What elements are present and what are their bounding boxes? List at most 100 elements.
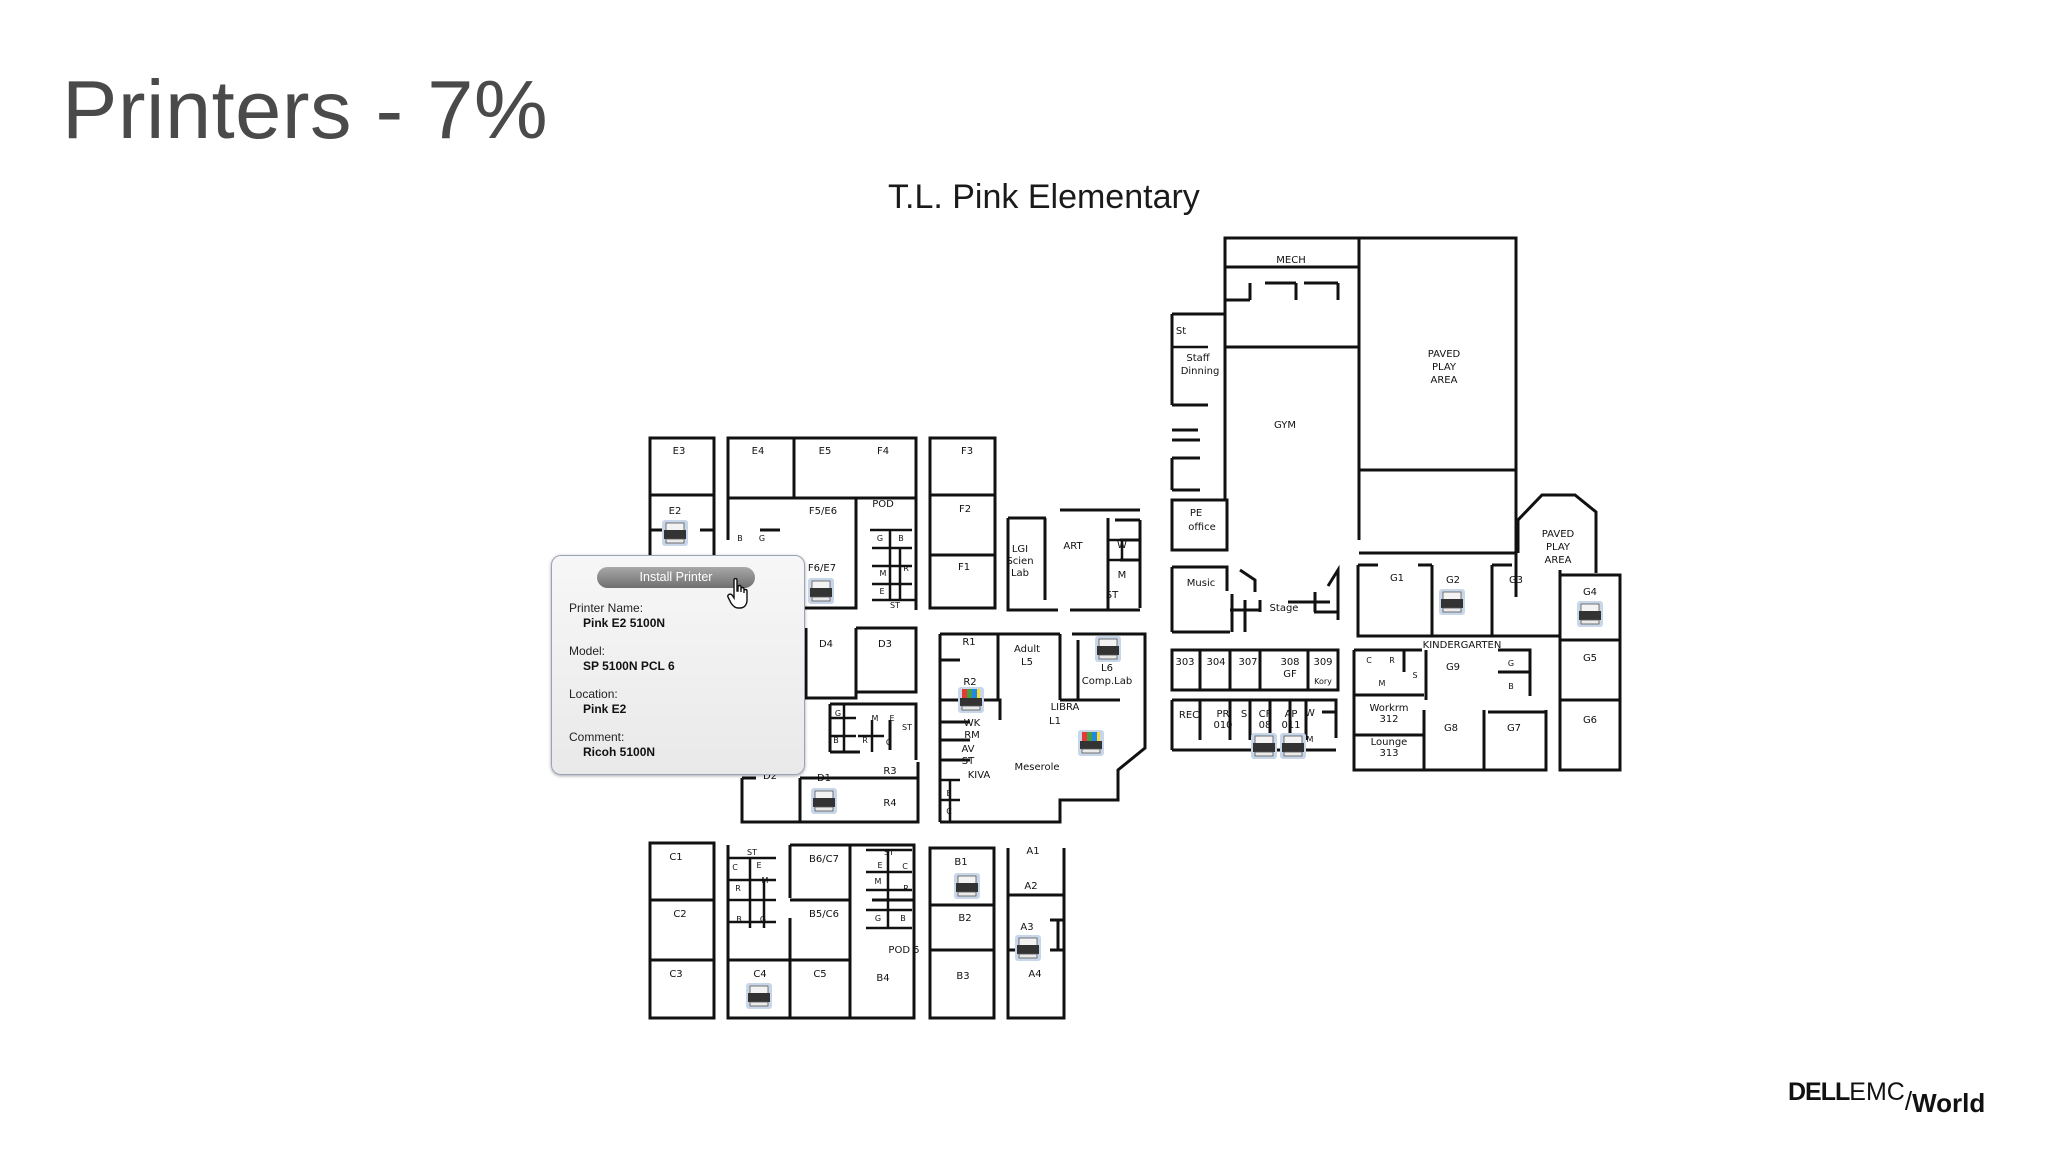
printer-icon[interactable] <box>807 577 835 605</box>
room-m: M <box>762 876 769 885</box>
printer-icon[interactable] <box>661 519 689 547</box>
room-st: ST <box>902 723 912 732</box>
room-m: M <box>1307 735 1314 744</box>
gym-wing: MECH St Staff Dinning PAVED PLAY AREA GY… <box>1170 236 1598 634</box>
room-w: W <box>1117 540 1127 551</box>
room-c: C <box>732 863 738 872</box>
room-lgi-line3: Lab <box>1011 568 1029 579</box>
printer-icon[interactable] <box>1576 600 1604 628</box>
room-st: ST <box>890 601 900 610</box>
printer-icon[interactable] <box>745 982 773 1010</box>
room-paved2: PAVED <box>1542 529 1575 540</box>
hand-cursor-icon <box>727 578 748 609</box>
printer-icon[interactable] <box>1094 635 1122 663</box>
room-pod: POD <box>872 499 894 510</box>
room-r4: R4 <box>883 798 896 809</box>
room-g8: G8 <box>1444 723 1458 734</box>
room-b4: B4 <box>876 973 889 984</box>
room-gym: GYM <box>1274 420 1296 431</box>
printer-icon[interactable] <box>953 872 981 900</box>
room-adult: Adult <box>1014 644 1040 655</box>
room-c5: C5 <box>813 969 826 980</box>
room-cf: CF <box>1259 709 1272 720</box>
room-b: B <box>833 736 839 745</box>
room-libra: LIBRA <box>1051 702 1080 713</box>
room-r: R <box>903 884 909 893</box>
room-e: E <box>877 861 882 870</box>
location-value: Pink E2 <box>583 702 627 716</box>
room-f4: F4 <box>877 446 889 457</box>
room-b: B <box>900 914 906 923</box>
room-l6-line2: Comp.Lab <box>1082 676 1132 687</box>
logo-dell: DELL <box>1788 1078 1850 1106</box>
room-b5c6: B5/C6 <box>809 909 839 920</box>
room-d2: D2 <box>763 771 777 782</box>
printer-icon[interactable] <box>1250 732 1278 760</box>
room-lounge: Lounge <box>1371 737 1408 748</box>
room-kindergarten: KINDERGARTEN <box>1423 640 1502 651</box>
printer-icon[interactable] <box>1279 732 1307 760</box>
logo-world: World <box>1912 1088 1986 1118</box>
room-e2: E2 <box>669 506 682 517</box>
room-meserole: Meserole <box>1014 762 1059 773</box>
room-g: G <box>835 709 841 718</box>
room-b: B <box>898 534 904 543</box>
room-staff-label: Staff <box>1186 353 1210 364</box>
room-c1: C1 <box>669 852 682 863</box>
room-c3: C3 <box>669 969 682 980</box>
room-l6: L6 <box>1101 663 1113 674</box>
room-paved1-line3: AREA <box>1431 375 1458 386</box>
room-ap: AP <box>1285 709 1298 720</box>
room-e: E <box>889 714 894 723</box>
room-e: E <box>756 861 761 870</box>
printer-icon[interactable] <box>810 787 838 815</box>
room-music: Music <box>1187 578 1215 589</box>
model-value: SP 5100N PCL 6 <box>583 659 675 673</box>
printer-icon[interactable] <box>1014 934 1042 962</box>
room-wk: WK <box>964 718 981 729</box>
room-g5: G5 <box>1583 653 1597 664</box>
room-pe: PE <box>1190 508 1202 519</box>
room-av-line2: ST <box>962 756 975 767</box>
room-m: M <box>880 569 887 578</box>
room-a2: A2 <box>1024 881 1037 892</box>
room-pod5: POD 5 <box>888 945 919 956</box>
room-m: M <box>1379 679 1386 688</box>
room-m: M <box>1118 570 1127 581</box>
room-paved1: PAVED <box>1428 349 1461 360</box>
room-lounge-line2: 313 <box>1379 748 1398 759</box>
room-stage: Stage <box>1270 603 1299 614</box>
color-printer-icon[interactable] <box>957 686 985 714</box>
room-w: W <box>1305 708 1315 719</box>
room-workrm: Workrm <box>1370 703 1409 714</box>
room-e: E <box>879 587 884 596</box>
room-g: G <box>759 534 765 543</box>
room-a4: A4 <box>1028 969 1041 980</box>
room-m: M <box>875 877 882 886</box>
room-b: B <box>737 534 743 543</box>
room-308-line2: GF <box>1283 669 1297 680</box>
room-mech: MECH <box>1276 255 1305 266</box>
room-rec: REC <box>1179 710 1199 721</box>
room-paved2-line2: PLAY <box>1546 542 1571 553</box>
printer-info-popup: Install Printer Printer Name: Pink E2 51… <box>551 555 805 775</box>
room-g2: G2 <box>1446 575 1460 586</box>
logo-slash: / <box>1904 1086 1913 1116</box>
room-st1: ST <box>1106 590 1119 601</box>
room-l1: L1 <box>1049 716 1061 727</box>
color-printer-icon[interactable] <box>1077 729 1105 757</box>
room-pe-line2: office <box>1188 522 1215 533</box>
room-b3: B3 <box>956 971 969 982</box>
room-a1: A1 <box>1026 846 1039 857</box>
printer-icon[interactable] <box>1438 588 1466 616</box>
room-308: 308 <box>1280 657 1299 668</box>
room-s: S <box>1241 709 1247 720</box>
room-s: S <box>1412 671 1417 680</box>
room-r: R <box>735 884 741 893</box>
install-printer-button[interactable]: Install Printer <box>597 567 755 588</box>
room-g1: G1 <box>1390 573 1404 584</box>
room-art: ART <box>1063 541 1083 552</box>
floorplan-title: T.L. Pink Elementary <box>888 178 1200 216</box>
room-st: ST <box>747 848 757 857</box>
